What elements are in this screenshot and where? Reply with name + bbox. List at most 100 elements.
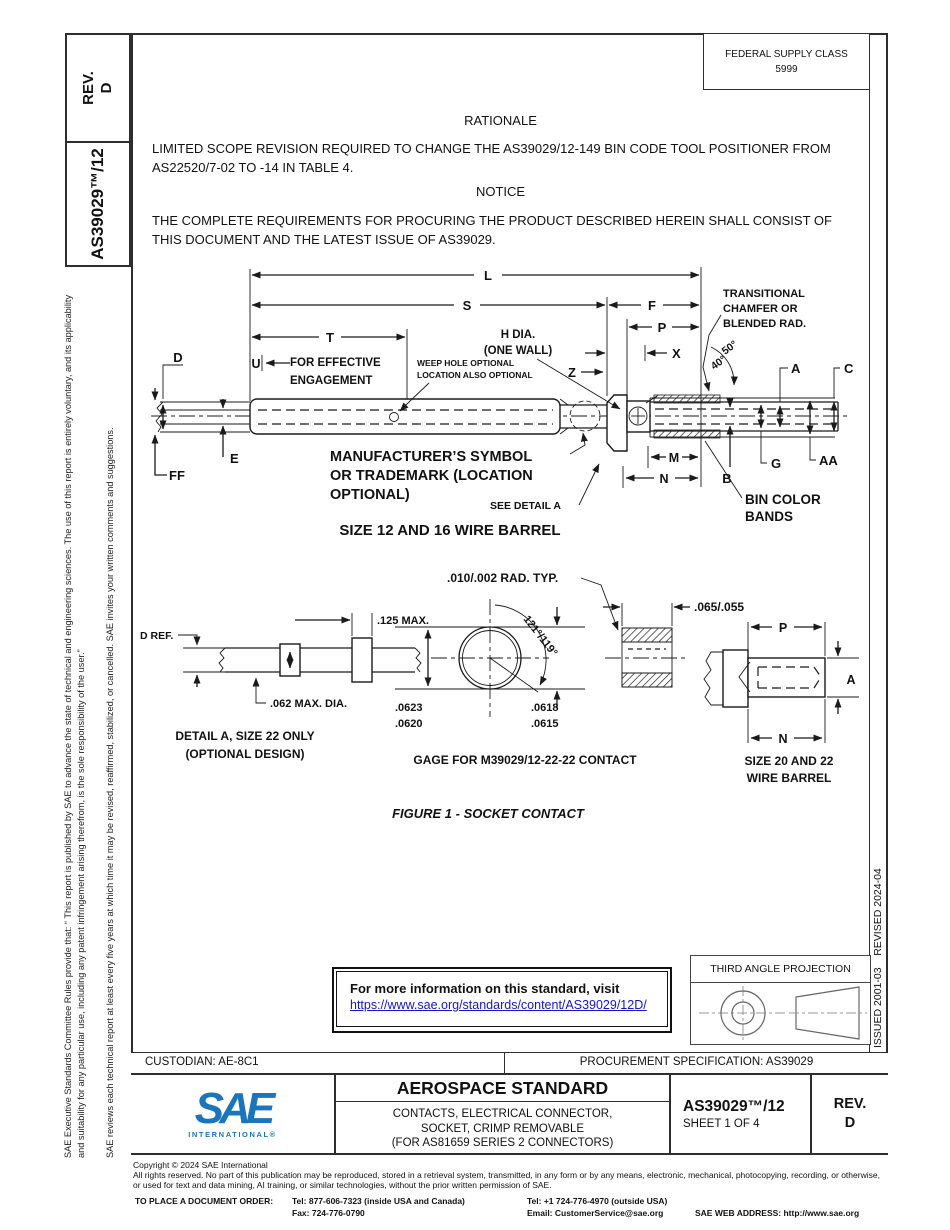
more-info-box-inner: For more information on this standard, v… — [336, 971, 668, 1027]
dim-065-055-label: .065/.055 — [694, 600, 744, 614]
dim-L: L — [484, 268, 492, 283]
procurement-cell: PROCUREMENT SPECIFICATION: AS39029 — [579, 1056, 814, 1068]
see-detail-a-label: SEE DETAIL A — [490, 500, 561, 512]
dim-M: M — [669, 451, 679, 465]
dim-U: U — [251, 357, 260, 371]
third-angle-projection-title: THIRD ANGLE PROJECTION — [691, 956, 870, 983]
size-20-22-caption-1: SIZE 20 AND 22 — [745, 754, 834, 768]
manufacturer-symbol-label-1: MANUFACTURER’S SYMBOL — [330, 449, 532, 465]
detail-a-view: D REF. .125 MAX. .062 MAX. DIA. DETAIL A… — [140, 613, 429, 761]
size-12-16-caption: SIZE 12 AND 16 WIRE BARREL — [339, 522, 560, 539]
chamfer-label-3: BLENDED RAD. — [723, 318, 806, 330]
standard-title-line-2: SOCKET, CRIMP REMOVABLE — [420, 1122, 585, 1135]
standard-url-link[interactable]: https://www.sae.org/standards/content/AS… — [350, 998, 647, 1012]
right-margin-rule — [869, 33, 870, 1052]
notice-heading: NOTICE — [475, 184, 526, 199]
copyright-line: Copyright © 2024 SAE International — [133, 1160, 268, 1170]
notice-paragraph: THE COMPLETE REQUIREMENTS FOR PROCURING … — [152, 213, 832, 247]
h-dia-hole — [628, 406, 648, 426]
manufacturer-symbol-label-3: OPTIONAL) — [330, 487, 410, 503]
custodian-row: CUSTODIAN: AE-8C1 PROCUREMENT SPECIFICAT… — [131, 1052, 888, 1075]
order-tel-2: Tel: +1 724-776-4970 (outside USA) — [527, 1196, 668, 1206]
rev-tab-text: REV.D — [79, 71, 115, 105]
order-email: Email: CustomerService@sae.org — [527, 1208, 664, 1218]
gage-view: 121°/119° .0623 .0620 .0618 .0615 .010/.… — [395, 571, 637, 767]
sheet-number: SHEET 1 OF 4 — [683, 1118, 760, 1130]
standard-type-heading: AEROSPACE STANDARD — [336, 1075, 669, 1102]
rad-typ-label: .010/.002 RAD. TYP. — [447, 571, 558, 585]
size-20-22-caption-2: WIRE BARREL — [747, 771, 832, 785]
gage-0623-label: .0623 — [395, 702, 423, 714]
sidebar-disclaimer-text: SAE Executive Standards Committee Rules … — [63, 294, 86, 1158]
dim-S: S — [463, 298, 472, 313]
dim-D: D — [173, 350, 182, 365]
gage-0618-label: .0618 — [531, 702, 559, 714]
main-view-geometry — [151, 267, 848, 487]
doc-number-tab-text: AS39029™/12 — [88, 148, 107, 260]
title-block: SAE INTERNATIONAL® AEROSPACE STANDARD CO… — [131, 1075, 888, 1155]
h-dia-label-2: (ONE WALL) — [484, 345, 553, 357]
gage-0615-label: .0615 — [531, 718, 559, 730]
manufacturer-symbol-label-2: OR TRADEMARK (LOCATION — [330, 468, 533, 484]
d-ref-label: D REF. — [140, 630, 173, 642]
revision-label: REV. — [833, 1096, 867, 1113]
dim-AA: AA — [819, 453, 838, 468]
chamfer-label-1: TRANSITIONAL — [723, 288, 805, 300]
dim-F: F — [648, 298, 656, 313]
dim-E: E — [230, 451, 239, 466]
sae-logo: SAE INTERNATIONAL® — [131, 1075, 336, 1153]
gage-angle-label: 121°/119° — [521, 613, 560, 658]
document-number-cell: AS39029™/12 SHEET 1 OF 4 — [671, 1075, 812, 1153]
rationale-heading: RATIONALE — [464, 113, 537, 128]
sidebar-review-note-text: SAE reviews each technical report at lea… — [105, 427, 115, 1158]
size-20-22-view: P A N SIZE 20 AND 22 WIRE BARREL — [703, 621, 859, 785]
dim-FF: FF — [169, 468, 185, 483]
rights-text: All rights reserved. No part of this pub… — [133, 1170, 880, 1191]
rev-tab-box: REV.D — [65, 33, 131, 143]
sae-logo-subtext: INTERNATIONAL® — [188, 1129, 277, 1139]
order-tel-1: Tel: 877-606-7323 (inside USA and Canada… — [292, 1196, 465, 1206]
issued-revised-text: ISSUED 2001-03 REVISED 2024-04 — [872, 868, 884, 1048]
main-view-dimensions: L S F T P X Z U D — [151, 267, 854, 488]
dim-C: C — [844, 361, 854, 376]
h-dia-label-1: H DIA. — [501, 329, 536, 341]
doc-number-tab-box: AS39029™/12 — [65, 141, 131, 267]
dim-P: P — [658, 320, 667, 335]
dim-T: T — [326, 330, 334, 345]
detail-a-caption-2: (OPTIONAL DESIGN) — [185, 747, 304, 761]
document-number: AS39029™/12 — [683, 1098, 785, 1115]
bin-color-band-top — [653, 394, 721, 404]
fsc-label: FEDERAL SUPPLY CLASS — [725, 49, 848, 60]
detail-a-reference-circle — [569, 400, 601, 432]
bin-color-bands-label-1: BIN COLOR — [745, 492, 821, 507]
dim-N-2022: N — [778, 732, 787, 746]
figure-1-caption: FIGURE 1 - SOCKET CONTACT — [392, 806, 585, 821]
angle-50-label: 50° — [720, 338, 740, 357]
fsc-code: 5999 — [775, 64, 798, 75]
dim-A-2022: A — [846, 673, 855, 687]
weep-hole-label-2: LOCATION ALSO OPTIONAL — [417, 370, 533, 380]
standard-title-line-3: (FOR AS81659 SERIES 2 CONNECTORS) — [391, 1137, 614, 1150]
gage-caption: GAGE FOR M39029/12-22-22 CONTACT — [413, 753, 637, 767]
dim-N: N — [659, 472, 668, 486]
engagement-label: ENGAGEMENT — [290, 375, 372, 387]
for-effective-label: FOR EFFECTIVE — [290, 357, 381, 369]
dim-G: G — [771, 456, 781, 471]
sae-web-address: SAE WEB ADDRESS: http://www.sae.org — [695, 1208, 860, 1218]
weep-hole — [389, 412, 399, 422]
figure-1-socket-contact-drawing: L S F T P X Z U D — [140, 267, 859, 821]
gage-0620-label: .0620 — [395, 718, 423, 730]
custodian-cell: CUSTODIAN: AE-8C1 — [131, 1053, 505, 1073]
third-angle-projection-box: THIRD ANGLE PROJECTION — [690, 955, 871, 1045]
standard-title-cell: AEROSPACE STANDARD CONTACTS, ELECTRICAL … — [336, 1075, 671, 1153]
dim-Z: Z — [568, 365, 576, 380]
dim-125-max-label: .125 MAX. — [377, 615, 429, 627]
third-angle-projection-icon — [699, 986, 867, 1040]
cross-section-view: .065/.055 — [603, 600, 744, 688]
revision-cell: REV. D — [812, 1075, 888, 1153]
federal-supply-class-box: FEDERAL SUPPLY CLASS 5999 — [703, 33, 870, 90]
sae-logo-text: SAE — [194, 1084, 276, 1134]
bin-color-band-bottom — [653, 429, 721, 439]
main-view-annotations: FOR EFFECTIVE ENGAGEMENT WEEP HOLE OPTIO… — [290, 288, 821, 539]
